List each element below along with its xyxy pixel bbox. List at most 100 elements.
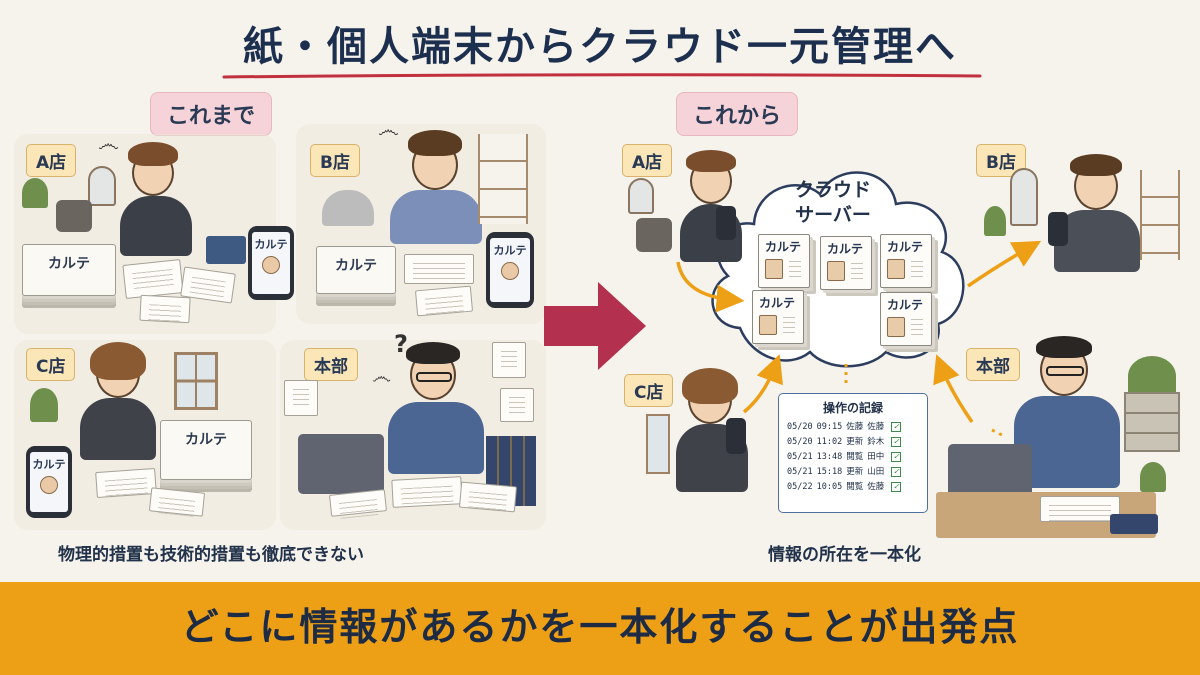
- smartphone-a-after: [716, 206, 736, 240]
- plant-icon: [1140, 462, 1166, 492]
- plant-icon: [984, 206, 1006, 236]
- floating-karte: [492, 342, 526, 378]
- cloud-karte-label: カルテ: [759, 296, 796, 310]
- log-time: 10:05: [816, 482, 843, 492]
- log-row: 05/21 13:48 閲覧 田中 ✓: [787, 450, 919, 465]
- log-time: 13:48: [816, 452, 843, 462]
- cloud-karte-card: カルテ: [752, 290, 804, 344]
- plant-icon: [30, 388, 58, 422]
- log-time: 11:02: [816, 437, 843, 447]
- staff-hair-b-after: [1070, 154, 1122, 176]
- loose-paper: [458, 481, 518, 513]
- worry-scribble-icon: ෴: [378, 118, 399, 143]
- loose-paper: [391, 476, 463, 508]
- cloud-karte-card: カルテ: [758, 234, 810, 288]
- floating-karte: [500, 388, 534, 422]
- open-notebook: [404, 254, 474, 284]
- loose-paper: [148, 487, 206, 517]
- cloud-karte-card: カルテ: [880, 234, 932, 288]
- operation-log: 操作の記録 05/20 09:15 佐藤 佐藤 ✓ 05/20 11:02 更新…: [778, 393, 928, 513]
- salon-chair-icon: [636, 218, 672, 252]
- cabinet-icon: [1124, 392, 1180, 452]
- karte-stack-a-before: カルテ: [22, 244, 116, 296]
- smartphone-c-before: カルテ: [26, 446, 72, 518]
- check-icon: ✓: [891, 422, 902, 432]
- phone-karte-label: カルテ: [32, 458, 66, 471]
- flow-arrows: [676, 240, 1042, 438]
- cloud-label-line1: クラウド: [794, 179, 871, 201]
- log-row: 05/20 09:15 佐藤 佐藤 ✓: [787, 420, 919, 435]
- cloud-karte-label: カルテ: [765, 240, 802, 254]
- banner-text: どこに情報があるかを一本化することが出発点: [180, 605, 1020, 649]
- log-action: 更新: [846, 437, 864, 447]
- cloud-karte-card: カルテ: [820, 236, 872, 290]
- check-icon: ✓: [891, 482, 902, 492]
- log-user: 山田: [867, 467, 885, 477]
- store-tag-hq-after: 本部: [966, 348, 1020, 381]
- log-time: 15:18: [816, 467, 843, 477]
- log-date: 05/20: [787, 422, 813, 432]
- operation-log-title: 操作の記録: [822, 401, 883, 415]
- salon-chair-icon: [56, 200, 92, 232]
- window-icon: [646, 414, 670, 474]
- log-date: 05/22: [787, 482, 813, 492]
- log-date: 05/21: [787, 467, 813, 477]
- plant-icon: [1128, 356, 1176, 396]
- log-date: 05/21: [787, 452, 813, 462]
- check-icon: ✓: [891, 452, 902, 462]
- section-label-before: これまで: [150, 92, 273, 136]
- smartphone-b-before: カルテ: [486, 232, 534, 308]
- cloud-karte-label: カルテ: [887, 240, 924, 254]
- check-icon: ✓: [891, 437, 902, 447]
- log-action: 更新: [846, 467, 864, 477]
- staff-body-hq-before: [388, 402, 484, 474]
- store-tag-b-before: B店: [310, 144, 360, 177]
- staff-body-b-after: [1054, 210, 1140, 272]
- title-underline: [222, 73, 982, 79]
- smartphone-b-after: [1048, 212, 1068, 246]
- log-row: 05/21 15:18 更新 山田 ✓: [787, 465, 919, 480]
- staff-hair-c-after: [682, 368, 738, 404]
- loose-paper: [414, 285, 474, 317]
- shampoo-chair-icon: [322, 190, 374, 226]
- page-title: 紙・個人端末からクラウド一元管理へ: [243, 24, 957, 70]
- staff-body-b-before: [390, 190, 482, 244]
- store-tag-a-after: A店: [622, 144, 673, 177]
- cloud-karte-card: カルテ: [880, 292, 932, 346]
- log-user: 佐藤: [867, 482, 885, 492]
- mirror-icon: [1010, 168, 1038, 226]
- loose-paper: [139, 294, 191, 324]
- glasses-icon: [416, 372, 452, 382]
- phone-karte-label: カルテ: [493, 244, 527, 257]
- transition-arrow: [544, 282, 646, 370]
- loose-paper: [122, 259, 184, 299]
- staff-hair-a-before: [128, 142, 178, 166]
- log-user: 佐藤: [867, 422, 885, 432]
- cloud-label-line2: サーバー: [795, 204, 871, 226]
- staff-hair-hq-after: [1036, 336, 1092, 358]
- store-tag-c-before: C店: [26, 348, 76, 381]
- cloud-label: クラウド サーバー: [768, 178, 898, 228]
- binder-icon: [206, 236, 246, 264]
- staff-body-c-before: [80, 398, 156, 460]
- staff-hair-a-after: [686, 150, 736, 172]
- store-tag-a-before: A店: [26, 144, 77, 177]
- check-icon: ✓: [891, 467, 902, 477]
- log-time: 09:15: [816, 422, 843, 432]
- book-icon: [1110, 514, 1158, 534]
- mirror-icon: [628, 178, 654, 214]
- product-shelf-icon: [478, 134, 528, 224]
- log-user: 田中: [867, 452, 885, 462]
- question-mark-icon: ?: [394, 330, 408, 358]
- cloud-karte-label: カルテ: [887, 298, 924, 312]
- laptop-icon: [298, 434, 384, 494]
- open-notebook: [1040, 496, 1120, 522]
- section-label-after: これから: [676, 92, 799, 136]
- cloud-karte-label: カルテ: [827, 242, 864, 256]
- caption-before: 物理的措置も技術的措置も徹底できない: [58, 545, 364, 565]
- phone-karte-label: カルテ: [254, 238, 288, 251]
- log-action: 閲覧: [846, 452, 864, 462]
- smartphone-a-before: カルテ: [248, 226, 294, 300]
- worry-scribble-icon: ෴: [372, 364, 391, 388]
- window-icon: [174, 352, 218, 410]
